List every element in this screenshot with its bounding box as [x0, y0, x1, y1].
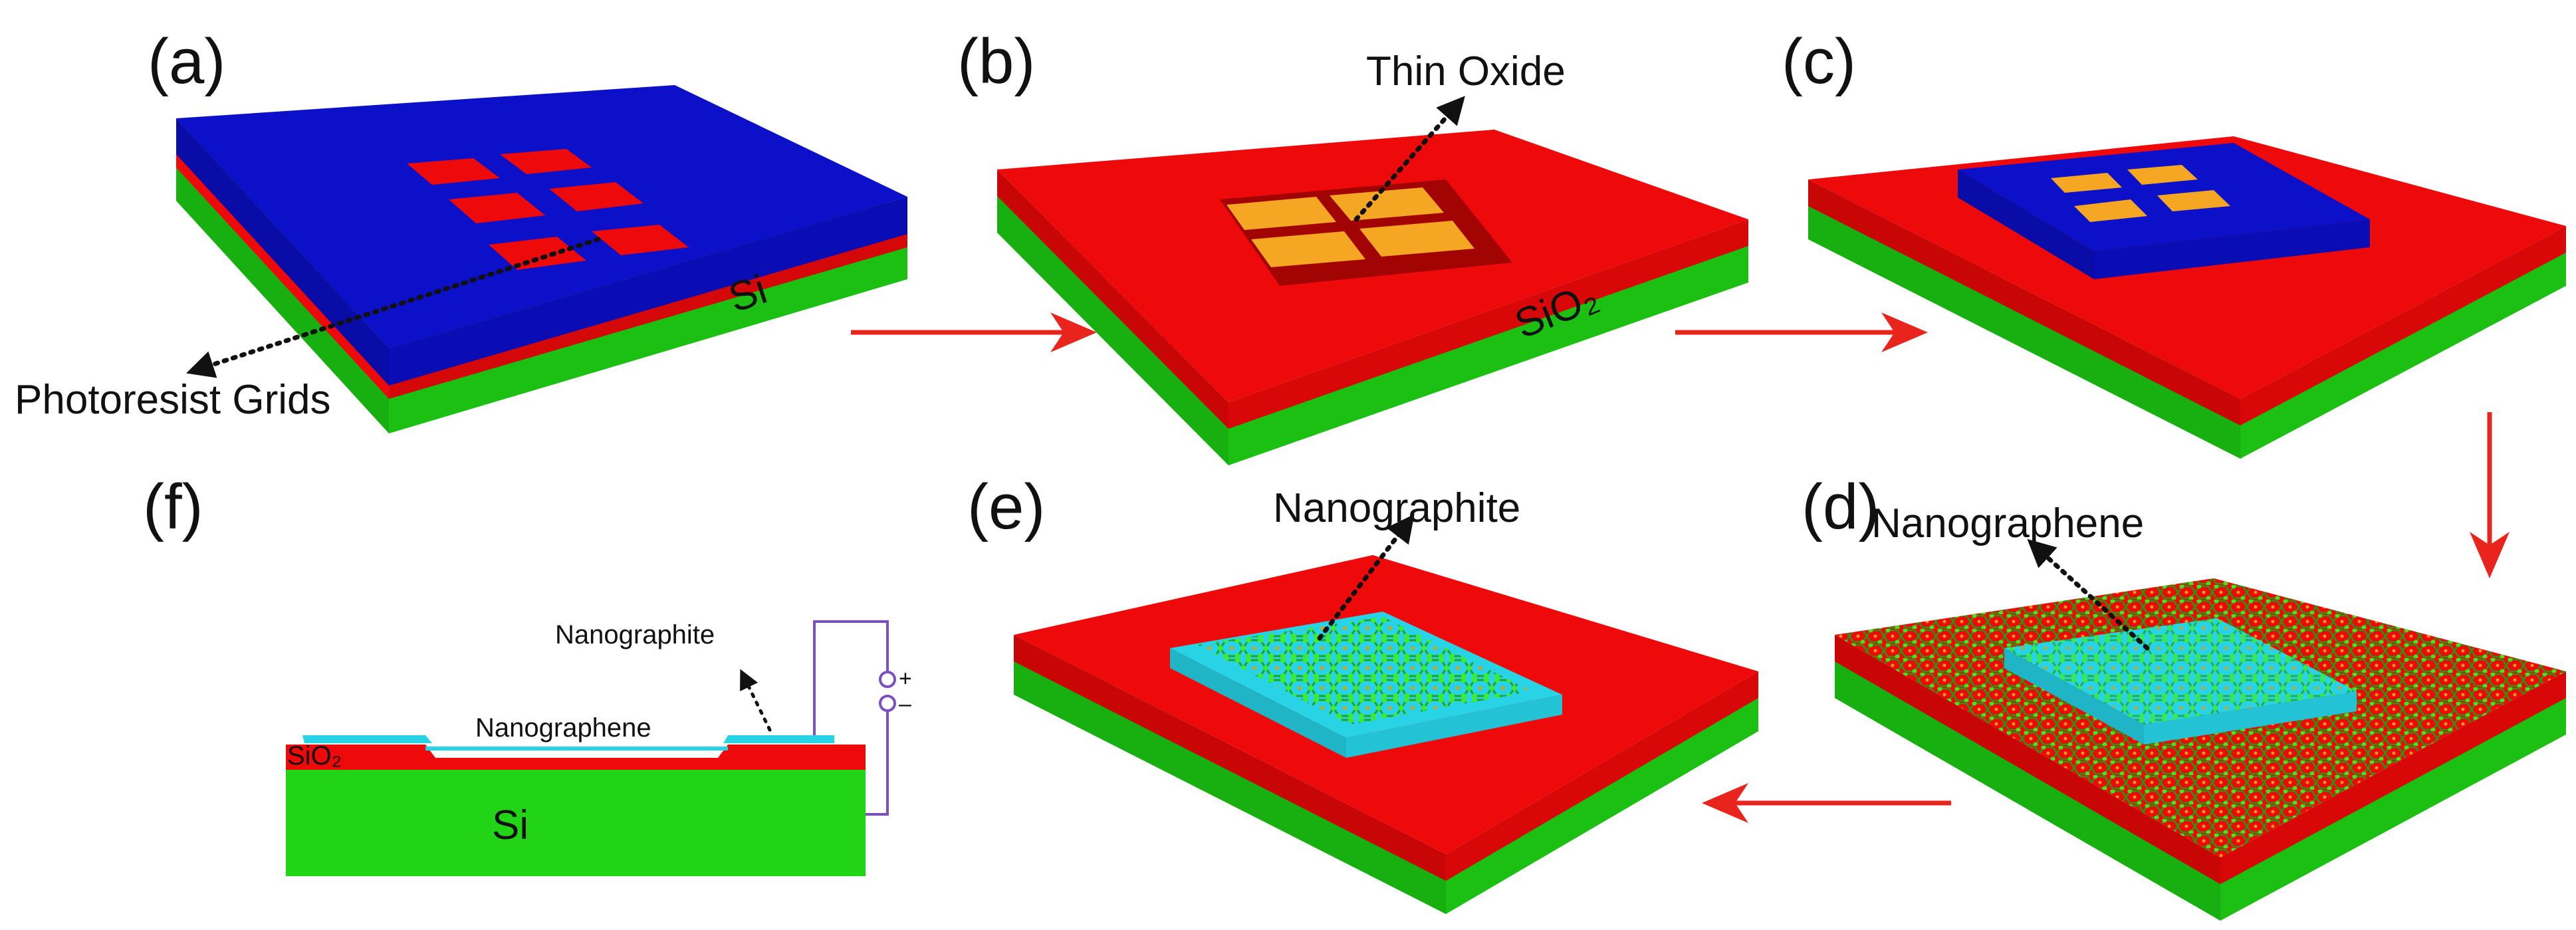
panel-f-terminal-minus [879, 695, 896, 712]
panel-d-oxide-front [1835, 635, 2220, 884]
panel-f-callout-line [740, 669, 772, 732]
panel-e: (e) Nanographite [967, 471, 1758, 914]
panel-a-window-3 [449, 193, 545, 223]
panel-f-nanographite-label: Nanographite [555, 620, 715, 649]
panel-b: (b) Thin Oxide SiO₂ [957, 26, 1748, 465]
panel-e-cyan-frame-front [1170, 648, 1346, 758]
panel-a-photoresist-front [176, 118, 389, 386]
panel-d-callout: Nanographene [1871, 501, 2144, 546]
panel-d-cyan-frame-right [2144, 691, 2357, 745]
panel-c-oxide-front [1808, 179, 2240, 425]
panel-a-photoresist-top [176, 85, 907, 348]
panel-f-minus-sign: – [899, 691, 911, 717]
panel-b-callout-line [1353, 96, 1465, 222]
panel-b-oxide-right [1229, 219, 1748, 429]
panel-f-circuit-return [866, 711, 889, 816]
panel-f-terminal-plus [879, 671, 896, 688]
arrow-b-to-c [1675, 312, 1928, 352]
arrow-a-to-b [851, 312, 1097, 352]
panel-c-thin-oxide-1 [2051, 173, 2122, 193]
panel-d: (d) Nanographene [1802, 471, 2566, 921]
panel-c-photoresist-front [1958, 170, 2094, 279]
panel-a-oxide-front [176, 153, 389, 399]
panel-c-thin-oxide-4 [2157, 190, 2230, 211]
panel-c: (c) [1782, 26, 2566, 459]
panel-a-oxide-right [389, 233, 907, 399]
panel-a-window-4 [549, 182, 644, 211]
panel-a-window-5 [489, 237, 586, 270]
panel-a: (a) Si Photoresist Grids [15, 26, 907, 433]
panel-d-graphene-in-frame [2004, 618, 2357, 725]
panel-e-oxide-right [1446, 671, 1758, 881]
panel-c-photoresist-right [2094, 219, 2370, 279]
panel-b-oxide-front [997, 170, 1229, 429]
panel-c-thin-oxide-3 [2074, 199, 2147, 222]
panel-c-oxide-right [2240, 226, 2566, 425]
panel-c-label: (c) [1782, 26, 1856, 97]
panel-f-si-label: Si [492, 802, 528, 848]
panel-f-circuit-wire [813, 620, 889, 735]
panel-a-label: (a) [148, 26, 225, 97]
panel-a-callout-line [186, 237, 601, 378]
panel-f-label: (f) [143, 471, 203, 542]
panel-e-cyan-frame-right [1346, 695, 1562, 758]
panel-d-cyan-frame-front [2004, 648, 2144, 745]
panel-e-callout: Nanographite [1273, 485, 1520, 531]
panel-f-sio2-layer [286, 745, 866, 770]
panel-b-thin-oxide-2 [1330, 187, 1444, 221]
panel-b-thin-oxide-4 [1359, 221, 1474, 257]
panel-b-callout: Thin Oxide [1366, 49, 1566, 94]
panel-a-callout: Photoresist Grids [15, 377, 331, 423]
arrow-c-to-d [2470, 412, 2510, 578]
panel-d-label: (d) [1802, 471, 1879, 542]
arrow-d-to-e [1702, 783, 1951, 823]
panel-d-callout-line [2027, 538, 2150, 651]
panel-f-nanographene-label: Nanographene [475, 713, 651, 743]
panel-a-window-2 [500, 149, 592, 174]
panel-f-si-block [286, 770, 866, 876]
panel-e-nanographite-fill [1197, 617, 1532, 725]
panel-b-thin-oxide-1 [1227, 197, 1336, 230]
panel-d-oxide-right [2220, 671, 2566, 884]
panel-f-plus-sign: + [899, 666, 912, 691]
panel-f-nanographite-layer [302, 735, 834, 743]
panel-e-oxide-front [1014, 635, 1446, 881]
panel-c-thin-oxide-2 [2127, 165, 2198, 185]
panel-a-window-1 [407, 158, 500, 185]
panel-f-sio2-label: SiO₂ [287, 741, 342, 770]
panel-a-window-6 [592, 225, 689, 255]
panel-f: (f) SiO₂ Si Nanographene Nanographite + … [143, 471, 912, 876]
panel-a-photoresist-right [389, 197, 907, 386]
panel-b-thin-oxide-3 [1251, 231, 1365, 267]
panel-e-label: (e) [967, 471, 1045, 542]
panel-b-label: (b) [957, 26, 1035, 97]
